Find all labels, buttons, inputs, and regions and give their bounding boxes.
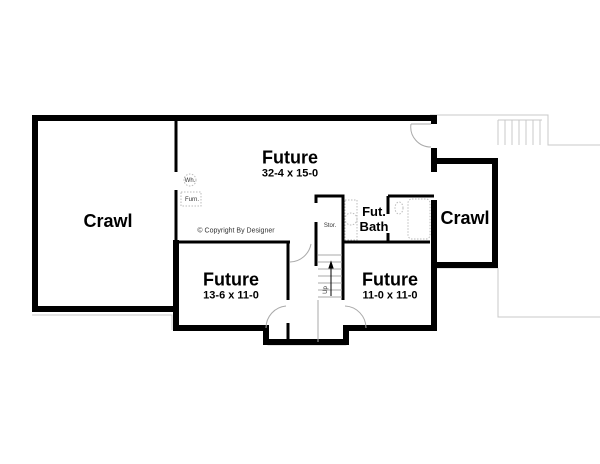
exterior-walls [32, 115, 498, 345]
storage-label: Stor. [323, 223, 337, 229]
room-label-future-right: Future 11-0 x 11-0 [362, 270, 418, 303]
room-name-2: Bath [359, 219, 389, 234]
room-label-future-left: Future 13-6 x 11-0 [203, 270, 259, 303]
room-label-crawl-right: Crawl [440, 208, 490, 228]
interior-stair [317, 254, 342, 342]
furnace-label: Furn. [184, 197, 200, 203]
room-label-crawl-left: Crawl [83, 211, 133, 231]
room-label-fut-bath: Fut. Bath [360, 204, 389, 234]
water-heater-label: Wh. [184, 178, 196, 184]
room-name: Future [362, 269, 418, 290]
copyright-text: © Copyright By Designer [197, 227, 275, 235]
interior-walls [174, 118, 434, 342]
bath-fixtures [180, 173, 431, 241]
room-name: Fut. [362, 204, 386, 219]
room-name: Future [203, 269, 259, 290]
room-dimensions: 11-0 x 11-0 [362, 289, 418, 302]
room-name: Future [261, 147, 318, 168]
stair-arrow-icon [328, 260, 334, 296]
room-dimensions: 13-6 x 11-0 [203, 289, 259, 302]
exterior-steps [497, 119, 542, 145]
room-label-future-main: Future 32-4 x 15-0 [262, 148, 318, 181]
stair-up-label: Up [323, 286, 329, 294]
room-dimensions: 32-4 x 15-0 [261, 167, 319, 180]
door-swings [265, 123, 432, 329]
